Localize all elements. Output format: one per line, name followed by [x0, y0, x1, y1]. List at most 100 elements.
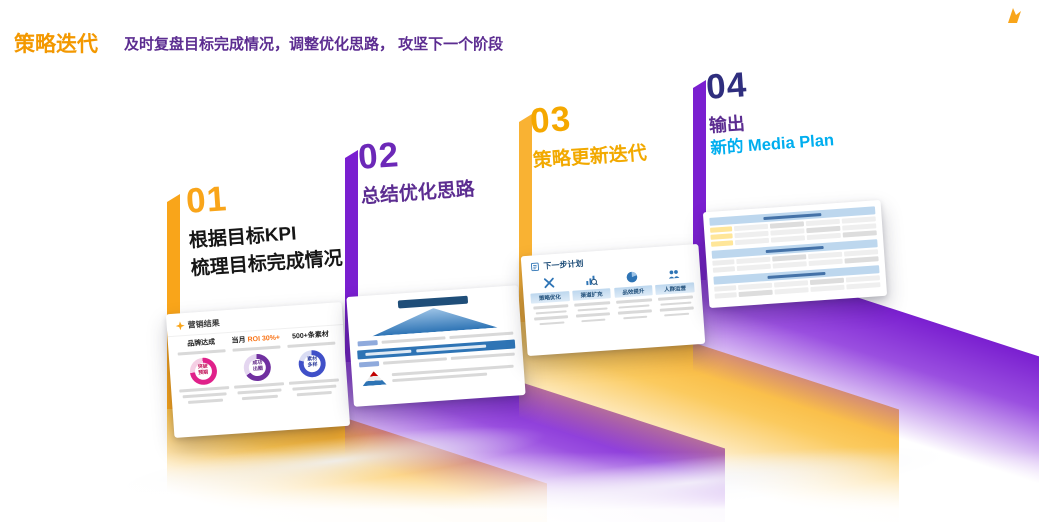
striped-triangle-icon [362, 371, 387, 387]
step2-number: 02 [356, 135, 401, 177]
text-line [532, 304, 569, 310]
step3-title-line1: 策略更新迭代 [532, 142, 648, 172]
table-cell [734, 230, 769, 239]
text-line [616, 298, 652, 304]
text-line [381, 336, 446, 344]
results-column-assets: 500+条素材 素材多样 [285, 331, 340, 397]
text-line [622, 315, 648, 320]
table-cell [714, 292, 737, 299]
step1-number: 01 [184, 179, 229, 221]
table-cell [733, 223, 769, 232]
text-line [660, 301, 692, 306]
results-column-brand: 品牌达成 突破预期 [176, 338, 231, 404]
step4-ribbon-strip [693, 80, 706, 280]
table-cell [712, 259, 735, 266]
text-line [617, 309, 652, 315]
results-col2-title-accent: ROI 30%+ [247, 334, 281, 344]
page-title: 策略迭代 [14, 33, 98, 56]
text-line [187, 398, 223, 404]
text-line [449, 331, 514, 340]
text-line [232, 345, 281, 352]
text-line [574, 301, 611, 307]
text-line [177, 348, 226, 356]
plan-column-2: 渠道扩充 [571, 272, 613, 323]
highlighted-cell [709, 226, 733, 233]
text-line [233, 381, 285, 389]
text-line [296, 390, 333, 397]
step3-number: 03 [528, 99, 573, 141]
plan-column-3: 品效提升 [613, 269, 655, 320]
table-cell [774, 287, 809, 295]
table-cell [770, 228, 805, 236]
text-line [291, 384, 337, 391]
plan-column-1: 策略优化 [529, 275, 571, 326]
text-line [577, 306, 609, 312]
plan-card-thumbnail: 下一步计划 策略优化 渠道扩充 [520, 243, 706, 357]
table-cell [773, 280, 809, 288]
table-cell [845, 275, 881, 283]
sparkle-icon [175, 321, 185, 331]
table-cell [736, 256, 771, 265]
results-col3-title: 500+条素材 [291, 330, 330, 341]
document-icon [530, 262, 540, 272]
donut3-label: 素材多样 [306, 356, 318, 369]
text-line [534, 315, 569, 321]
plan-col3-title: 品效提升 [622, 288, 645, 297]
media-plan-card-thumbnail [702, 199, 888, 309]
results-card-thumbnail: 营销结果 品牌达成 突破预期 当月 ROI 30%+ 成功出圈 [165, 302, 351, 438]
table-cell [809, 277, 845, 286]
plan-col2-title: 渠道扩充 [580, 291, 603, 300]
text-line [288, 378, 339, 385]
table-cell [843, 249, 879, 257]
page-subtitle: 及时复盘目标完成情况，调整优化思路， 攻坚下一个阶段 [124, 36, 504, 53]
text-line [382, 357, 448, 365]
table-cell [714, 285, 737, 292]
donut2-label: 成功出圈 [252, 360, 264, 373]
text-line [664, 312, 690, 317]
pie-chart-icon [627, 271, 638, 283]
text-line [416, 344, 487, 353]
table-cell [810, 284, 845, 292]
text-line [765, 245, 824, 253]
step1-label-group: 01 根据目标KPI 梳理目标完成情况 [185, 173, 344, 282]
corner-flag-icon [1008, 8, 1021, 23]
results-card-header: 营销结果 [187, 318, 220, 330]
text-line [618, 303, 650, 309]
table-cell [842, 223, 877, 231]
plan-column-4: 人群运营 [654, 266, 696, 317]
results-column-roi: 当月 ROI 30%+ 成功出圈 [230, 334, 285, 400]
text-line [450, 352, 515, 360]
table-cell [806, 225, 841, 234]
table-cell [841, 216, 876, 224]
text-line [242, 394, 278, 400]
highlighted-cell [710, 233, 733, 240]
row-label-chip [357, 340, 378, 347]
step2-title-line1: 总结优化思路 [360, 178, 476, 208]
results-col2-title-prefix: 当月 [231, 336, 248, 345]
table-cell [808, 251, 843, 260]
text-line [581, 318, 606, 323]
table-cell [846, 282, 881, 290]
pyramid-shape [371, 304, 498, 337]
donut-chart-assets: 素材多样 [298, 348, 327, 378]
table-cell [769, 221, 805, 229]
text-line [763, 212, 822, 220]
pyramid-top-banner [397, 295, 469, 309]
table-cell [772, 254, 807, 262]
donut1-label: 突破预期 [197, 363, 209, 377]
plan-col1-title: 策略优化 [538, 294, 562, 303]
step4-number: 04 [704, 65, 749, 107]
results-col1-title: 品牌达成 [186, 338, 216, 348]
plan-col4-title: 人群运营 [663, 285, 687, 294]
text-line [287, 341, 336, 348]
table-cell [738, 282, 773, 291]
text-line [237, 388, 282, 395]
text-line [539, 320, 565, 326]
step3-label-group: 03 策略更新迭代 [529, 96, 648, 175]
table-cell [805, 218, 841, 227]
step4-label-group: 04 输出 新的 Media Plan [705, 61, 835, 160]
summary-card-thumbnail [346, 285, 526, 407]
donut-chart-brand: 突破预期 [188, 356, 218, 386]
people-icon [669, 270, 680, 279]
